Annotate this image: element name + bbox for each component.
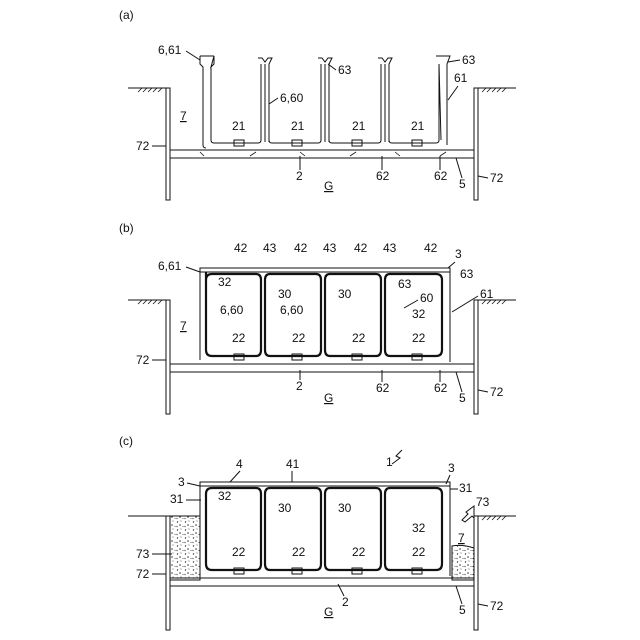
label-c-31-right: 31 (459, 481, 473, 495)
ground-hatch-c (482, 516, 506, 520)
label-c-22-2: 22 (292, 545, 306, 559)
label-a-5: 5 (459, 177, 466, 191)
label-b-6-60-1: 6,60 (220, 303, 244, 317)
label-b-6-60-2: 6,60 (280, 303, 304, 317)
label-a-63-left: 63 (338, 63, 352, 77)
label-a-2: 2 (296, 169, 303, 183)
retaining-wall-right (474, 516, 478, 630)
base-slab (170, 364, 474, 372)
label-a-21-3: 21 (352, 119, 366, 133)
backfill-right (452, 545, 474, 580)
label-c-32-left: 32 (218, 489, 232, 503)
label-b-7: 7 (180, 319, 187, 333)
label-a-21-1: 21 (232, 119, 246, 133)
label-c-22-4: 22 (412, 545, 426, 559)
base-slab (170, 150, 474, 158)
label-c-2: 2 (342, 595, 349, 609)
arrow-icon (462, 506, 474, 522)
label-b-60: 60 (420, 291, 434, 305)
retaining-wall-right (474, 88, 478, 200)
label-b-42-3: 42 (354, 241, 368, 255)
label-b-72-right: 72 (490, 385, 504, 399)
label-c-73-left: 73 (136, 547, 150, 561)
label-c-30-1: 30 (278, 501, 292, 515)
retaining-wall-left (166, 516, 170, 630)
retaining-wall-right (474, 300, 478, 414)
panel-label-b: (b) (119, 221, 134, 235)
panel-label-c: (c) (119, 434, 133, 448)
label-a-21-4: 21 (411, 119, 425, 133)
label-b-62-1: 62 (376, 381, 390, 395)
label-a-62-2: 62 (434, 169, 448, 183)
label-b-72-left: 72 (136, 353, 150, 367)
label-b-43-3: 43 (383, 241, 397, 255)
label-b-32-right: 32 (412, 307, 426, 321)
label-a-61: 61 (454, 71, 468, 85)
label-c-72-left: 72 (136, 567, 150, 581)
form-walls-a (200, 56, 450, 148)
label-c-5: 5 (459, 603, 466, 617)
label-c-G: G (324, 605, 333, 619)
label-b-22-1: 22 (232, 331, 246, 345)
label-a-62-1: 62 (376, 169, 390, 183)
label-b-5: 5 (459, 391, 466, 405)
label-b-22-3: 22 (352, 331, 366, 345)
panel-a: (a) (119, 8, 516, 200)
label-c-32-right: 32 (412, 521, 426, 535)
label-c-3-left: 3 (178, 475, 185, 489)
panel-c: (c) 1 4 (119, 434, 516, 630)
label-b-22-4: 22 (412, 331, 426, 345)
retaining-wall-left (166, 88, 170, 200)
label-b-30-1: 30 (278, 287, 292, 301)
label-c-73-right: 73 (476, 495, 490, 509)
label-b-G: G (324, 391, 333, 405)
retaining-wall-left (166, 300, 170, 414)
label-b-6-61: 6,61 (158, 259, 182, 273)
label-a-6-60: 6,60 (280, 91, 304, 105)
label-c-30-2: 30 (338, 501, 352, 515)
label-a-72-left: 72 (136, 139, 150, 153)
label-a-G: G (324, 179, 333, 193)
label-b-63-1: 63 (398, 277, 412, 291)
label-b-62-2: 62 (434, 381, 448, 395)
base-slab-marks (200, 152, 446, 156)
label-a-21-2: 21 (291, 119, 305, 133)
label-b-43-2: 43 (323, 241, 337, 255)
label-b-3: 3 (455, 247, 462, 261)
label-b-42-1: 42 (234, 241, 248, 255)
label-c-7: 7 (458, 531, 465, 545)
label-c-1: 1 (386, 455, 393, 469)
panel-b: (b) 42 43 (119, 221, 516, 414)
label-b-63-2: 63 (460, 267, 474, 281)
label-c-4: 4 (236, 457, 243, 471)
label-c-41: 41 (286, 457, 300, 471)
ground-hatch-right (482, 88, 506, 92)
label-b-42-2: 42 (294, 241, 308, 255)
label-b-61: 61 (480, 287, 494, 301)
label-b-2: 2 (296, 379, 303, 393)
label-b-42-4: 42 (424, 241, 438, 255)
label-b-22-2: 22 (292, 331, 306, 345)
label-c-3-right: 3 (448, 461, 455, 475)
label-b-32-left: 32 (218, 275, 232, 289)
base-slab (170, 578, 474, 586)
label-a-7: 7 (180, 109, 187, 123)
label-a-6-61: 6,61 (158, 43, 182, 57)
label-a-63-right: 63 (462, 53, 476, 67)
label-c-31-left: 31 (170, 492, 184, 506)
panel-label-a: (a) (119, 8, 134, 22)
label-c-72-right: 72 (490, 599, 504, 613)
backfill-left (170, 516, 200, 580)
label-c-22-1: 22 (232, 545, 246, 559)
ground-hatch-left (138, 88, 162, 92)
label-b-30-2: 30 (338, 287, 352, 301)
label-c-22-3: 22 (352, 545, 366, 559)
label-b-43-1: 43 (263, 241, 277, 255)
label-a-72-right: 72 (490, 171, 504, 185)
